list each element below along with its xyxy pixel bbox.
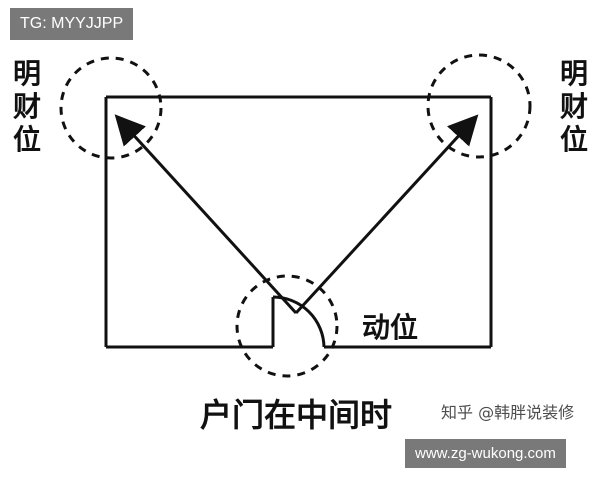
motion-position-label: 动位 <box>362 311 419 344</box>
right-wealth-zone-circle <box>426 53 532 159</box>
right-diagonal-arrow <box>294 114 479 315</box>
door-position-caption: 户门在中间时 <box>200 396 393 434</box>
website-overlay-label: www.zg-wukong.com <box>405 439 566 468</box>
room-outline <box>104 95 493 349</box>
wealth-zone-markers <box>59 53 532 378</box>
diagonal-arrows <box>114 114 479 315</box>
tg-overlay-label: TG: MYYJJPP <box>10 8 134 40</box>
left-diagonal-arrow <box>114 114 298 315</box>
door-symbol <box>271 295 326 348</box>
door-swing-arc <box>272 295 326 348</box>
left-wealth-zone-circle <box>59 56 163 160</box>
right-wealth-label: 明 财 位 <box>559 57 588 156</box>
zhihu-watermark: 知乎 @韩胖说装修 <box>441 403 575 422</box>
left-wealth-label: 明 财 位 <box>12 57 41 156</box>
motion-zone-circle <box>235 274 339 378</box>
